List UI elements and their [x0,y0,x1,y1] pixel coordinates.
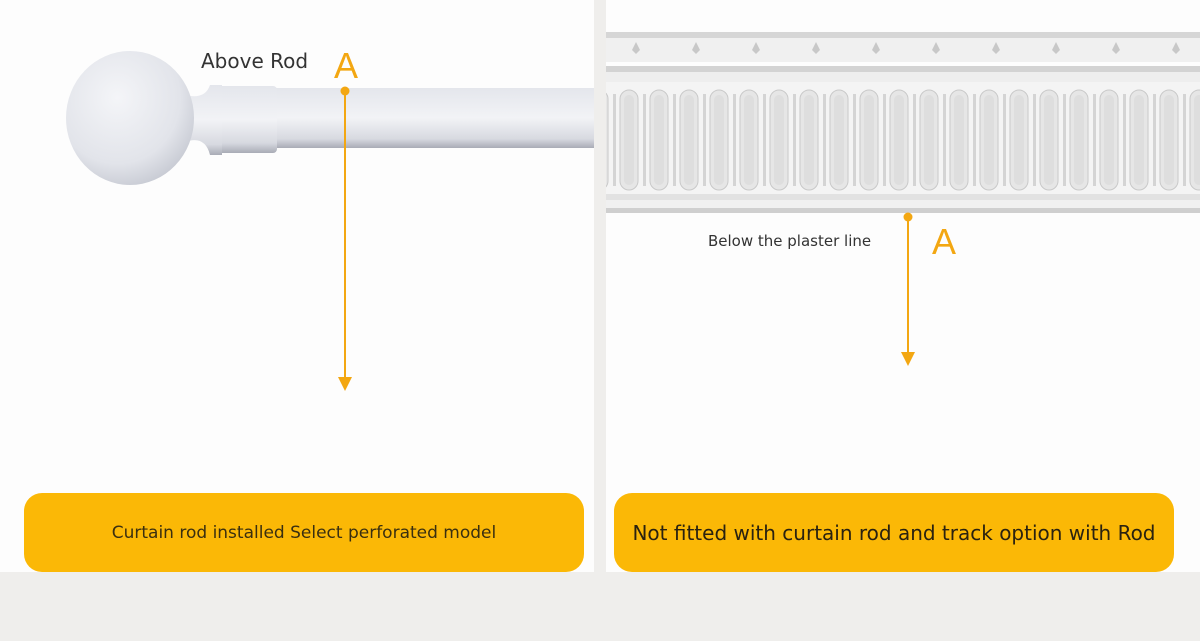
above-rod-label: Above Rod [201,49,309,73]
marker-a: A [334,45,359,86]
rod-collar [215,86,277,153]
plaster-molding-illustration [606,0,1200,366]
right-panel: Below the plaster line A Not fitted with… [606,0,1200,572]
rod [270,88,594,148]
no-rod-option[interactable]: Not fitted with curtain rod and track op… [614,493,1174,572]
height-arrow [901,212,915,366]
below-plaster-line-label: Below the plaster line [708,232,872,250]
height-arrow [338,86,352,391]
finial-neck [185,85,222,155]
perforated-model-option[interactable]: Curtain rod installed Select perforated … [24,493,584,572]
finial-ball [66,51,194,185]
left-panel: Above Rod A Curtain rod installed Select… [0,0,594,572]
curtain-rod-illustration [66,51,594,391]
marker-a: A [932,221,957,262]
